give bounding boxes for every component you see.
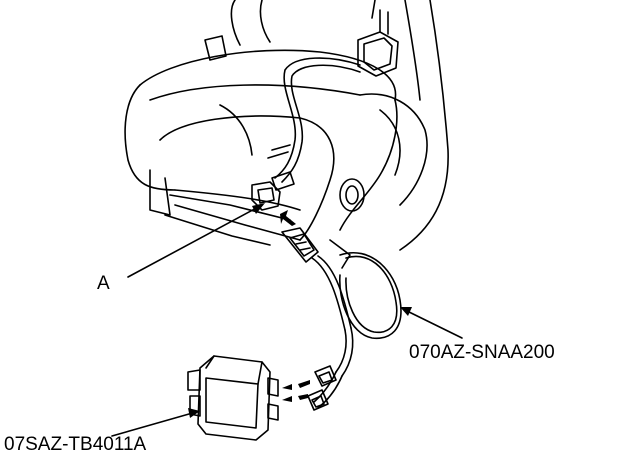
test-box xyxy=(187,355,279,441)
cable-plugs xyxy=(307,365,337,411)
seat-back xyxy=(204,0,449,251)
leader-arrowheads xyxy=(188,203,412,418)
connector-a xyxy=(251,181,281,211)
leader-box xyxy=(111,411,197,437)
mating-arrow xyxy=(280,210,296,226)
recline-knob-icon xyxy=(339,178,365,212)
seat-frame xyxy=(149,169,351,269)
seat-harness xyxy=(267,57,361,191)
side-trim xyxy=(339,93,428,212)
seat-cushion xyxy=(124,49,398,241)
box-arrows xyxy=(282,380,310,402)
leader-a xyxy=(127,204,263,278)
callout-box-part-number: 07SAZ-TB4011A xyxy=(4,434,147,455)
cable-coil xyxy=(311,252,402,409)
callout-a: A xyxy=(97,273,110,294)
callout-cable-part-number: 070AZ-SNAA200 xyxy=(409,342,555,363)
leader-cable xyxy=(404,309,463,339)
leader-lines xyxy=(111,204,463,437)
test-harness-connector xyxy=(281,227,319,263)
airbag-connector-top xyxy=(357,9,399,77)
